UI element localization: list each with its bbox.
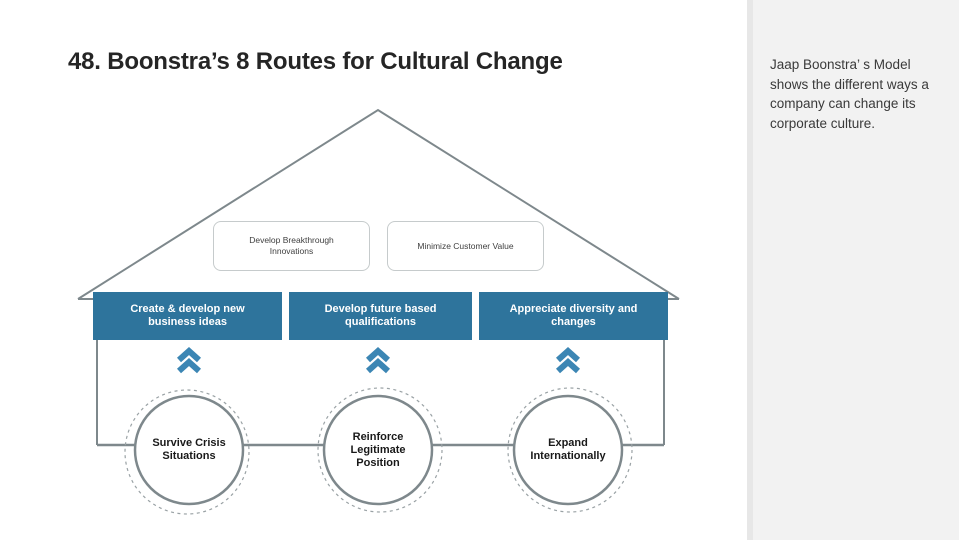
house-roof-outline xyxy=(77,108,680,300)
double-chevron-up-icon xyxy=(365,346,391,374)
wall-box-label: Create & develop new business ideas xyxy=(130,302,245,329)
circle-label-expand-internationally: Expand Internationally xyxy=(530,437,606,462)
panel-divider xyxy=(747,0,753,540)
house-diagram xyxy=(77,108,680,515)
wall-box-label: Develop future based qualifications xyxy=(324,302,437,329)
foundation-circle-3 xyxy=(512,394,624,506)
wall-box-label: Appreciate diversity and changes xyxy=(509,302,638,329)
roof-box-develop-breakthrough: Develop Breakthrough Innovations xyxy=(213,221,370,271)
slide-title: 48. Boonstra’s 8 Routes for Cultural Cha… xyxy=(68,48,563,75)
roof-box-label: Minimize Customer Value xyxy=(417,240,514,251)
wall-box-create-develop-ideas: Create & develop new business ideas xyxy=(93,292,282,340)
foundation-circle-1 xyxy=(133,394,245,506)
notes-panel: Jaap Boonstra’ s Model shows the differe… xyxy=(753,0,959,540)
circle-label-reinforce-legitimate: Reinforce Legitimate Position xyxy=(350,431,406,469)
circle-label-survive-crisis: Survive Crisis Situations xyxy=(152,437,226,462)
wall-box-future-qualifications: Develop future based qualifications xyxy=(289,292,472,340)
wall-box-appreciate-diversity: Appreciate diversity and changes xyxy=(479,292,668,340)
foundation-circle-dashed-2 xyxy=(317,387,443,513)
roof-box-label: Develop Breakthrough Innovations xyxy=(249,235,334,256)
foundation-circle-2 xyxy=(322,394,434,506)
double-chevron-up-icon xyxy=(555,346,581,374)
foundation-circle-dashed-3 xyxy=(507,387,633,513)
foundation-circle-dashed-1 xyxy=(124,389,250,515)
double-chevron-up-icon xyxy=(176,346,202,374)
slide-note-text: Jaap Boonstra’ s Model shows the differe… xyxy=(770,57,929,131)
roof-box-minimize-customer-value: Minimize Customer Value xyxy=(387,221,544,271)
